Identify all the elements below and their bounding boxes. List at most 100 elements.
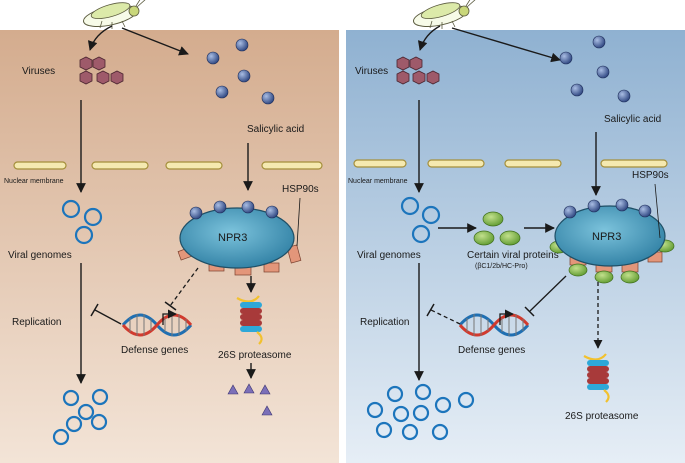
- salicylic-acid-molecules: [559, 35, 631, 103]
- dna-helix: [458, 309, 530, 337]
- label-hsp90s: HSP90s: [282, 184, 319, 195]
- sa-bound: [615, 198, 629, 212]
- label-replication: Replication: [12, 317, 61, 328]
- sa-bound: [265, 205, 279, 219]
- virus-particle: [412, 70, 426, 85]
- genome-ring: [65, 415, 83, 433]
- virus-particle: [96, 70, 110, 85]
- genome-ring: [392, 405, 410, 423]
- genome-ring: [62, 389, 80, 407]
- npr3-complex: [549, 198, 675, 284]
- inhibition-bar: [164, 301, 177, 311]
- label-nuclear-membrane: Nuclear membrane: [4, 178, 64, 185]
- sa-bound: [189, 206, 203, 220]
- virus-particle: [426, 70, 440, 85]
- virus-particle: [92, 56, 106, 71]
- label-replication: Replication: [360, 317, 409, 328]
- hsp90-leader-line: [654, 183, 661, 239]
- inhibition-bar: [90, 303, 99, 317]
- virus-particle: [79, 56, 93, 71]
- label-viruses: Viruses: [22, 66, 55, 77]
- label-viral-proteins: Certain viral proteins: [467, 250, 559, 261]
- genome-ring: [83, 207, 103, 227]
- sa-molecule: [235, 38, 249, 52]
- sa-bound: [563, 205, 577, 219]
- label-hsp90s: HSP90s: [632, 170, 669, 181]
- genome-ring: [366, 401, 384, 419]
- virus-particle: [79, 70, 93, 85]
- peptide: [259, 384, 271, 395]
- label-viral-genomes: Viral genomes: [357, 250, 421, 261]
- sa-molecule: [592, 35, 606, 49]
- viral-protein-bound: [568, 263, 588, 277]
- arrow-insect-to-salicylic-acid: [121, 27, 189, 56]
- virus-particle: [396, 56, 410, 71]
- arrow-insect-to-viruses: [87, 25, 113, 51]
- genome-ring: [90, 413, 108, 431]
- sa-bound: [241, 200, 255, 214]
- genome-ring: [74, 225, 94, 245]
- genome-ring: [61, 199, 81, 219]
- genome-ring: [421, 205, 441, 225]
- label-26s-proteasome: 26S proteasome: [565, 411, 639, 422]
- viral-protein: [499, 230, 521, 246]
- virus-particles: [79, 56, 124, 85]
- genome-ring: [400, 196, 420, 216]
- genome-ring: [52, 428, 70, 446]
- label-salicylic-acid: Salicylic acid: [604, 114, 661, 125]
- sa-molecule: [206, 51, 220, 65]
- sa-molecule: [559, 51, 573, 65]
- label-npr3: NPR3: [218, 232, 247, 244]
- inhibition-defense-to-replication: [430, 309, 461, 325]
- sa-bound: [587, 199, 601, 213]
- genome-ring: [91, 388, 109, 406]
- replicated-genome-rings: [52, 388, 109, 446]
- virus-particles: [396, 56, 440, 85]
- arrow-insect-to-salicylic-acid: [451, 27, 561, 63]
- insect-icon: [83, 0, 146, 29]
- left-panel: Viruses Salicylic acid Nuclear membrane: [0, 0, 339, 463]
- viral-protein-cluster: [473, 211, 521, 246]
- hsp90-leader-line: [296, 197, 301, 247]
- virus-particle: [110, 70, 124, 85]
- inhibition-defense-to-replication: [94, 309, 122, 325]
- sa-molecule: [570, 83, 584, 97]
- npr3-ellipse: [554, 205, 666, 267]
- label-defense-genes: Defense genes: [458, 345, 525, 356]
- virus-particle: [396, 70, 410, 85]
- peptide: [243, 383, 255, 394]
- right-panel: Viruses Salicylic acid Nuclear membrane: [346, 0, 685, 463]
- label-nuclear-membrane: Nuclear membrane: [348, 178, 408, 185]
- proteasome-icon: [583, 353, 610, 403]
- genome-ring: [375, 421, 393, 439]
- genome-ring: [431, 423, 449, 441]
- sa-molecule: [617, 89, 631, 103]
- peptide: [261, 405, 273, 416]
- label-viral-genomes: Viral genomes: [8, 250, 72, 261]
- proteasome-icon: [236, 295, 263, 345]
- virus-particle: [409, 56, 423, 71]
- label-defense-genes: Defense genes: [121, 345, 188, 356]
- genome-ring: [401, 423, 419, 441]
- inhibition-bar: [524, 306, 535, 317]
- sa-bound: [638, 204, 652, 218]
- sa-bound: [213, 200, 227, 214]
- hsp90-block: [263, 262, 280, 273]
- npr3-ellipse: [179, 207, 295, 269]
- inhibition-bar: [426, 303, 435, 317]
- viral-protein: [482, 211, 504, 227]
- viral-protein-bound: [620, 270, 640, 284]
- sa-molecule: [237, 69, 251, 83]
- viral-genome-rings: [61, 199, 103, 245]
- label-26s-proteasome: 26S proteasome: [218, 350, 292, 361]
- genome-ring: [412, 404, 430, 422]
- replicated-genome-rings: [366, 383, 475, 441]
- insect-icon: [413, 0, 476, 29]
- peptide-fragments: [227, 383, 273, 416]
- inhibition-npr3-to-defense: [529, 275, 567, 312]
- genome-ring: [434, 396, 452, 414]
- sa-molecule: [215, 85, 229, 99]
- genome-ring: [386, 385, 404, 403]
- dna-helix: [121, 309, 193, 337]
